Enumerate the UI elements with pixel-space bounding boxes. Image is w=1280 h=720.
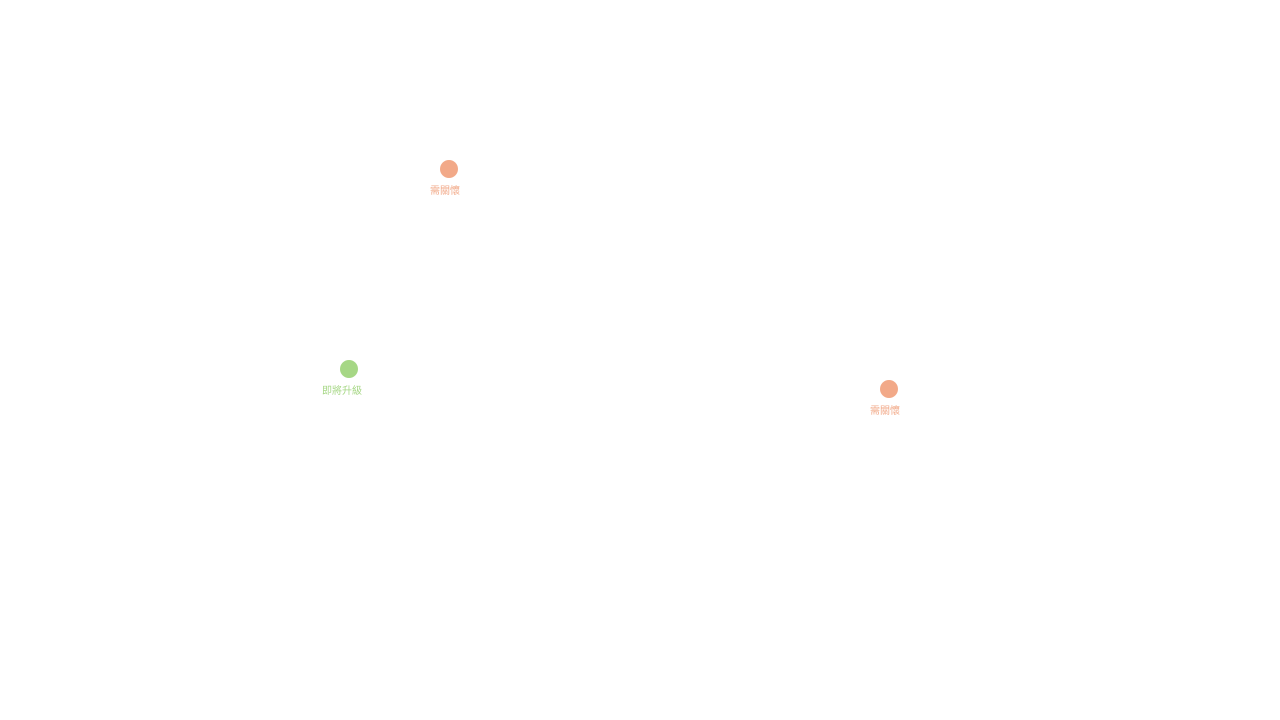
status-dot-icon [340,360,358,378]
status-node-needs-care-1[interactable]: 需關懷 [409,160,489,197]
node-label: 需關懷 [430,186,460,197]
node-label: 即將升級 [322,386,362,397]
status-node-upgrade-soon[interactable]: 即將升級 [309,360,389,397]
status-dot-icon [880,380,898,398]
node-label: 需關懷 [870,406,900,417]
status-node-needs-care-2[interactable]: 需關懷 [849,380,929,417]
status-dot-icon [440,160,458,178]
